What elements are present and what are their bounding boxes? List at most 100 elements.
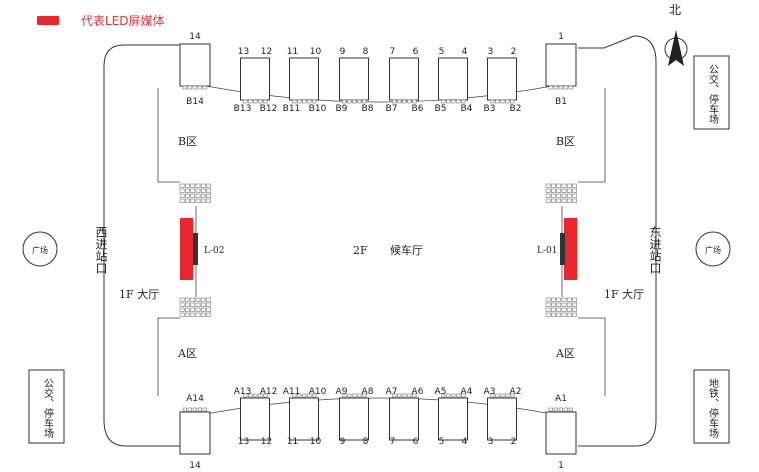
gate-building [545,411,577,455]
west-wing-outline [103,44,180,447]
gate-label: A1 [555,394,567,404]
plaza-right-label: 广场 [705,245,721,255]
gate-building [339,57,369,101]
north-compass-icon: 北 [664,3,688,66]
led-screen-l02: L-02 [180,218,224,280]
gate-building [289,57,319,101]
gate-number: 3 [488,437,494,447]
gate-number: 2 [511,437,517,447]
gate-building [487,397,517,441]
gate-label: B2 [510,104,522,114]
gate-number: 4 [462,47,468,57]
gate-number: 12 [261,437,272,447]
gate-label: A6 [412,387,424,397]
east-entrance-label: 东进站口 [648,226,662,274]
floor-label: 2F [353,244,368,257]
east-wing-outline [578,35,657,447]
gate-number: 4 [462,437,468,447]
gate-label: A2 [510,387,522,397]
zone-b-right: B区 [556,135,575,148]
hall-wall-nw [157,88,180,183]
gate-label: A4 [461,387,473,397]
gate-number: 12 [261,47,272,57]
stairs [179,183,577,317]
gate-building [179,411,211,455]
gate-building [339,397,369,441]
gate-number: 8 [363,47,369,57]
gate-label: A14 [186,394,204,404]
gate-label: B11 [283,104,301,114]
bottom-gate-group: 7 6 A7 A6 [386,387,424,447]
gate-number: 9 [340,437,346,447]
gate-number: 1 [558,461,564,471]
gate-number: 6 [413,437,419,447]
legend-label: 代表LED屏媒体 [81,14,165,28]
gate-label: B9 [336,104,348,114]
gate-label: B7 [386,104,398,114]
transit-bottom-right-label: 地铁、停车场 [707,377,719,439]
gate-label: A8 [362,387,374,397]
gate-number: 6 [413,47,419,57]
transit-bottom-left: 公交、停车场 [28,369,65,444]
gate-label: A3 [484,387,496,397]
hall-name: 候车厅 [390,243,423,257]
bottom-gate-group: 13 12 A13 A12 [234,387,278,447]
gate-label: B1 [555,97,567,107]
stair-block [179,297,211,317]
hall-wall-se [578,317,606,396]
lobby-right: 1F 大厅 [604,287,644,301]
gate-number: 10 [310,437,322,447]
gate-building [179,43,211,87]
gate-number: 11 [287,437,298,447]
gate-number: 11 [287,47,298,57]
bottom-gate-group: 1 A1 [545,394,577,471]
gate-label: B5 [435,104,447,114]
transit-top-right-label: 公交、停车场 [707,64,719,125]
gate-label: A7 [386,387,398,397]
gate-label: A10 [309,387,327,397]
gate-building [438,397,468,441]
gate-building [438,57,468,101]
gate-number: 7 [390,47,396,57]
west-entrance-label: 西进站口 [94,226,108,274]
gate-building [240,57,270,101]
plaza-left-label: 广场 [32,245,48,255]
gate-number: 5 [439,437,445,447]
gate-number: 13 [238,437,249,447]
gate-label: A13 [234,387,252,397]
gate-number: 1 [558,32,564,42]
plaza-right: 广场 [695,231,731,267]
hall-wall-sw [157,317,180,396]
gate-number: 14 [189,32,201,42]
transit-bottom-right: 地铁、停车场 [693,369,730,444]
gate-number: 3 [488,47,494,57]
gate-label: A12 [260,387,278,397]
gate-label: B12 [260,104,278,114]
gate-label: B4 [461,104,473,114]
zone-a-left: A区 [177,347,197,360]
gate-label: B14 [186,97,204,107]
gate-building [487,57,517,101]
led-label-l01: L-01 [537,246,557,256]
gate-building [545,43,577,87]
led-screen-l01: L-01 [537,218,577,280]
gate-number: 7 [390,437,396,447]
gate-building [389,397,419,441]
gate-number: 13 [238,47,249,57]
zone-a-right: A区 [555,347,575,360]
gate-number: 10 [310,47,322,57]
